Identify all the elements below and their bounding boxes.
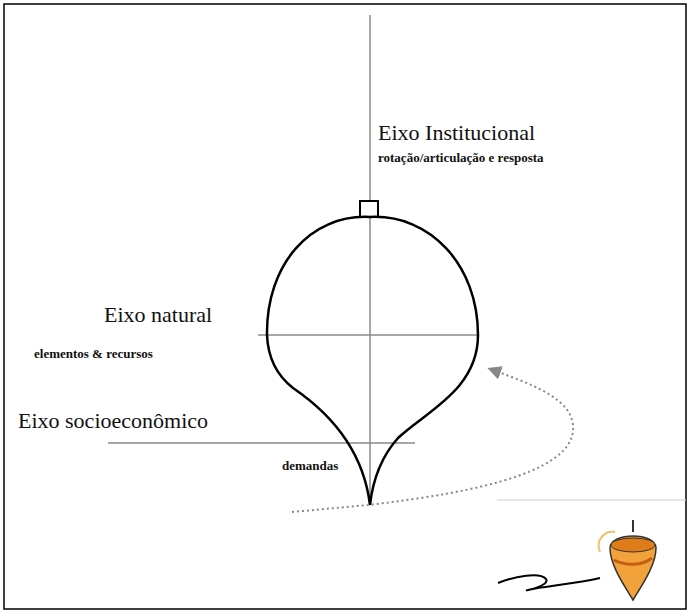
frame-border — [4, 4, 686, 609]
rotation-arrow — [292, 369, 573, 512]
top-body-left — [267, 217, 370, 505]
socioeconomic-axis — [108, 442, 415, 444]
spin-squiggle — [498, 575, 600, 590]
axis-subtitle: demandas — [280, 458, 340, 474]
axis-title: Eixo Institucional — [376, 120, 537, 146]
icon-rule — [497, 500, 686, 501]
top-body-right — [370, 217, 478, 505]
axis-title: Eixo socioeconômico — [16, 408, 210, 434]
top-knob — [360, 201, 378, 217]
axis-subtitle: rotação/articulação e resposta — [376, 150, 546, 166]
top-icon — [599, 520, 656, 600]
axis-subtitle: elementos & recursos — [32, 346, 155, 362]
axis-title: Eixo natural — [102, 302, 214, 328]
institutional-axis — [369, 15, 371, 505]
natural-axis — [258, 334, 478, 336]
